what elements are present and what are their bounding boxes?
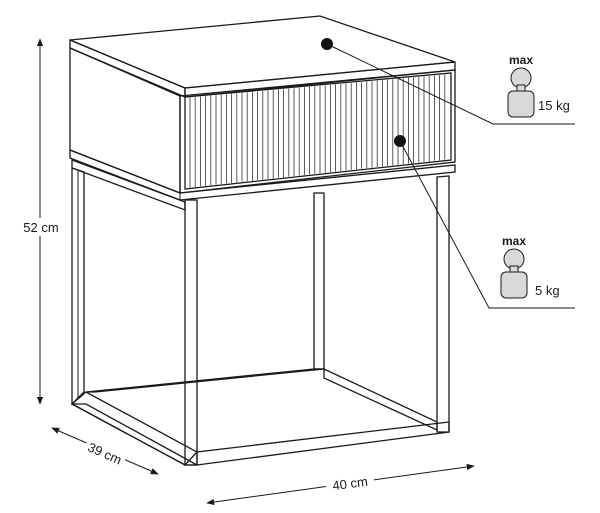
drawer-grooves xyxy=(189,74,446,188)
height-dimension: 52 cm xyxy=(17,38,63,405)
base-slab xyxy=(69,149,456,201)
top-load-callout: max 15 kg xyxy=(321,38,575,125)
weight-icon xyxy=(500,248,528,299)
drawer-max-label: max xyxy=(502,234,526,248)
top-leader-line xyxy=(326,43,575,125)
width-dimension: 40 cm xyxy=(206,463,475,506)
depth-dimension: 39 cm xyxy=(51,427,159,475)
drawer-max-value: 5 kg xyxy=(535,283,560,298)
top-max-value: 15 kg xyxy=(538,98,570,113)
width-label: 40 cm xyxy=(332,474,369,493)
top-max-label: max xyxy=(509,53,533,67)
table-top xyxy=(69,15,456,98)
height-label: 52 cm xyxy=(23,220,58,235)
metal-frame xyxy=(70,159,450,466)
drawer-load-callout: max 5 kg xyxy=(394,135,575,309)
weight-icon xyxy=(507,67,535,118)
drawer-leader-line xyxy=(399,140,575,309)
drawer-front xyxy=(184,72,452,190)
